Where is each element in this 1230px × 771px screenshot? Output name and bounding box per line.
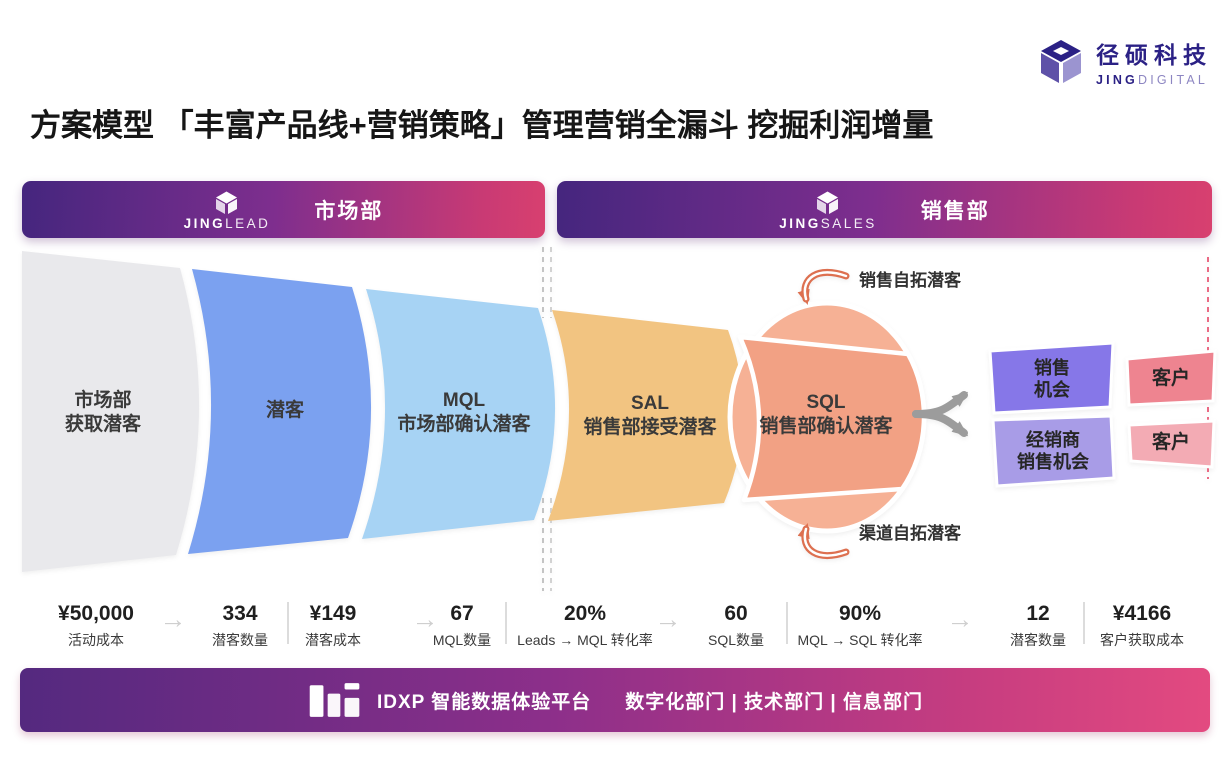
brand-name-cn: 径硕科技 bbox=[1096, 42, 1212, 68]
bar-chart-icon bbox=[309, 683, 360, 717]
jinglead-wordmark: JINGLEAD bbox=[184, 216, 271, 231]
metric-sql-count: 60 SQL数量 bbox=[707, 602, 765, 648]
brand-text: 径硕科技 JINGDIGITAL bbox=[1096, 36, 1212, 87]
sales-self-sourced-arrow-highlight bbox=[803, 271, 848, 301]
brand-en-bold: JING bbox=[1096, 73, 1138, 87]
sales-department-label: 销售部 bbox=[920, 199, 990, 223]
customer2-box-shape bbox=[1127, 419, 1216, 469]
marketing-department-bar: JINGLEAD 市场部 bbox=[22, 181, 545, 238]
fork-arrow-lower bbox=[912, 410, 969, 437]
metric-divider bbox=[505, 602, 507, 644]
page-title: 方案模型 「丰富产品线+营销策略」管理营销全漏斗 挖掘利润增量 bbox=[30, 108, 934, 143]
channel-self-sourced-note: 渠道自拓潜客 bbox=[859, 524, 961, 543]
sales-self-sourced-note: 销售自拓潜客 bbox=[859, 271, 961, 290]
footer-product-name: IDXP 智能数据体验平台 bbox=[376, 691, 592, 713]
funnel-stage-mql-shape bbox=[362, 289, 556, 539]
sales-opportunity-label: 销售 机会 bbox=[1034, 358, 1070, 400]
jingsales-word-light: SALES bbox=[820, 216, 877, 231]
metric-opportunity-lead-count: 12 潜客数量 bbox=[1010, 602, 1066, 648]
jingdigital-logo-icon bbox=[1041, 39, 1081, 83]
sales-opportunity-box-shape bbox=[988, 341, 1115, 415]
jingsales-word-bold: JING bbox=[779, 216, 821, 231]
jingsales-logo-icon bbox=[817, 191, 839, 214]
footer-departments: 数字化部门 | 技术部门 | 信息部门 bbox=[625, 691, 924, 713]
customer1-box-shape bbox=[1125, 349, 1217, 407]
metric-divider bbox=[287, 602, 289, 644]
jingsales-lockup: JINGSALES bbox=[779, 188, 877, 231]
funnel-stage-leads-acquired-shape bbox=[22, 251, 200, 572]
metric-divider bbox=[786, 602, 788, 644]
metric-lead-count: 334 潜客数量 bbox=[212, 602, 268, 648]
metric-customer-acquisition-cost: ¥4166 客户获取成本 bbox=[1100, 602, 1184, 648]
funnel-stage-leads-shape bbox=[188, 269, 372, 554]
jinglead-lockup: JINGLEAD bbox=[184, 188, 271, 231]
arrow-right-icon: → bbox=[654, 604, 682, 634]
funnel-stage-sal-label: SAL 销售部接受潜客 bbox=[583, 393, 717, 438]
brand-logo: 径硕科技 JINGDIGITAL bbox=[1036, 36, 1212, 87]
metric-mql-to-sql-rate: 90% MQL → SQL 转化率 bbox=[797, 602, 923, 648]
metric-mql-count: 67 MQL数量 bbox=[432, 602, 492, 648]
channel-self-sourced-arrow-highlight bbox=[803, 527, 848, 557]
funnel-stage-sql-shape bbox=[737, 334, 927, 503]
marketing-department-label: 市场部 bbox=[314, 199, 384, 223]
arrow-right-icon: → bbox=[411, 604, 439, 634]
brand-en-light: DIGITAL bbox=[1137, 73, 1209, 87]
brand-name-en: JINGDIGITAL bbox=[1096, 73, 1212, 87]
dealer-opportunity-box-shape bbox=[991, 414, 1116, 488]
arrow-right-icon: → bbox=[946, 604, 974, 634]
customer1-label: 客户 bbox=[1151, 368, 1191, 389]
metric-campaign-cost: ¥50,000 活动成本 bbox=[58, 602, 134, 648]
funnel-stage-leads-label: 潜客 bbox=[265, 400, 305, 421]
funnel-stage-sql-label: SQL 销售部确认潜客 bbox=[759, 392, 893, 437]
jinglead-word-bold: JING bbox=[183, 216, 226, 231]
footer-bar: IDXP 智能数据体验平台 数字化部门 | 技术部门 | 信息部门 bbox=[20, 668, 1210, 732]
jinglead-word-light: LEAD bbox=[225, 216, 271, 231]
metric-lead-cost: ¥149 潜客成本 bbox=[305, 602, 361, 648]
sales-department-bar: JINGSALES 销售部 bbox=[557, 181, 1212, 238]
funnel-stage-leads-acquired-label: 市场部 获取潜客 bbox=[64, 390, 142, 435]
arrow-right-icon: → bbox=[159, 604, 187, 634]
metric-leads-to-mql-rate: 20% Leads → MQL 转化率 bbox=[517, 602, 653, 648]
metric-divider bbox=[1083, 602, 1085, 644]
jinglead-logo-icon bbox=[216, 191, 238, 214]
jingsales-wordmark: JINGSALES bbox=[779, 216, 877, 231]
dealer-opportunity-label: 经销商 销售机会 bbox=[1017, 430, 1089, 472]
funnel-stage-mql-label: MQL 市场部确认潜客 bbox=[397, 390, 531, 435]
customer2-label: 客户 bbox=[1151, 432, 1191, 453]
funnel-stage-sal-shape bbox=[548, 310, 744, 521]
